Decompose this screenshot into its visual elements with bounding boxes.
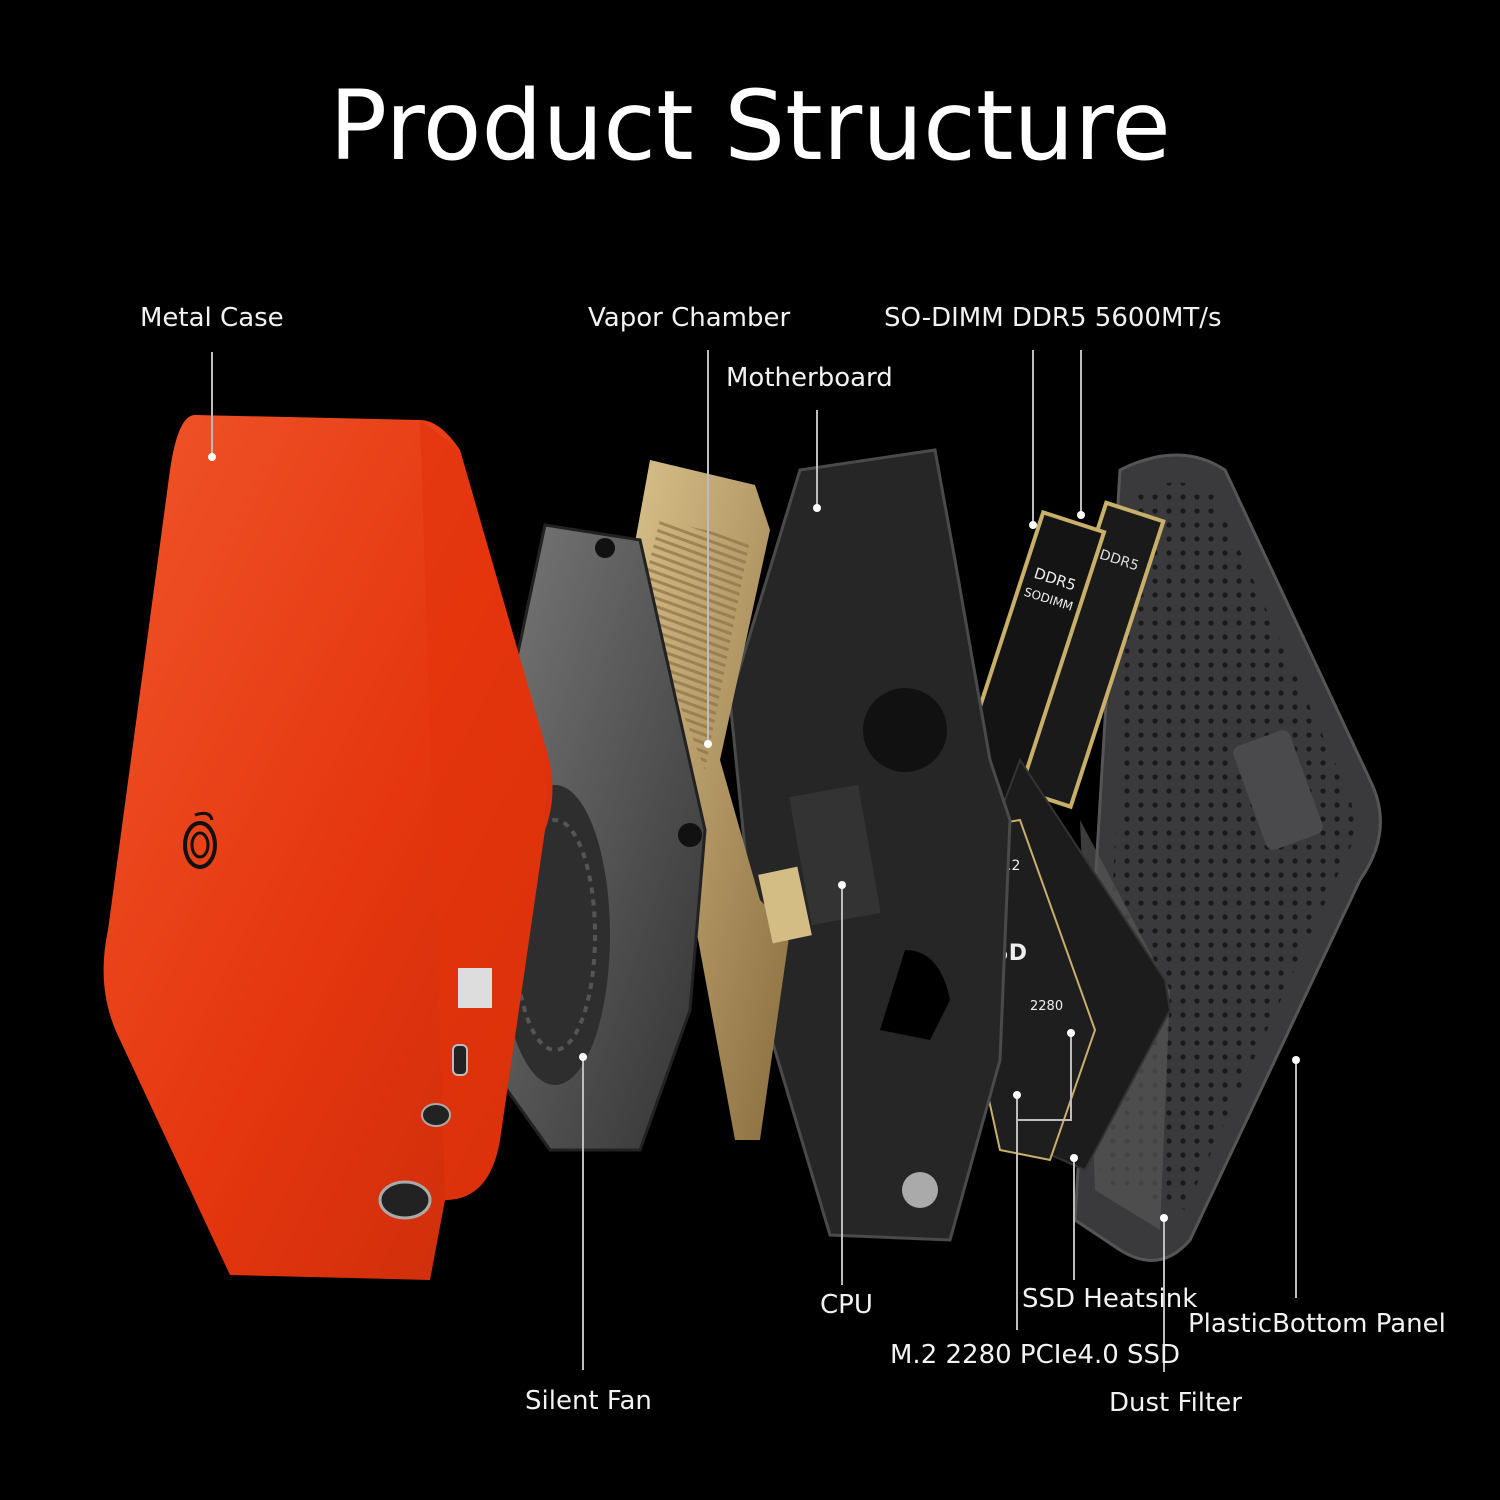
- label-dust-filter: Dust Filter: [1109, 1388, 1242, 1418]
- page-title: Product Structure: [329, 70, 1171, 182]
- leader-lines: [208, 350, 1300, 1372]
- motherboard: [728, 448, 1012, 1242]
- label-so-dimm: SO-DIMM DDR5 5600MT/s: [884, 303, 1222, 333]
- label-ssd-heatsink: SSD Heatsink: [1022, 1284, 1198, 1314]
- label-metal-case: Metal Case: [140, 303, 284, 333]
- metal-case: [103, 415, 553, 1280]
- label-cpu: CPU: [820, 1290, 873, 1320]
- brand-logo-icon: [183, 811, 217, 869]
- label-vapor-chamber: Vapor Chamber: [588, 303, 791, 333]
- label-motherboard: Motherboard: [726, 363, 893, 393]
- label-m2-ssd: M.2 2280 PCIe4.0 SSD: [890, 1340, 1181, 1370]
- ssd-text-2280: 2280: [1030, 999, 1063, 1014]
- leader-ssd-2: [1017, 1033, 1072, 1121]
- label-plastic-bottom-panel: PlasticBottom Panel: [1188, 1309, 1446, 1339]
- label-silent-fan: Silent Fan: [525, 1386, 652, 1416]
- vapor-chamber: [630, 460, 812, 1140]
